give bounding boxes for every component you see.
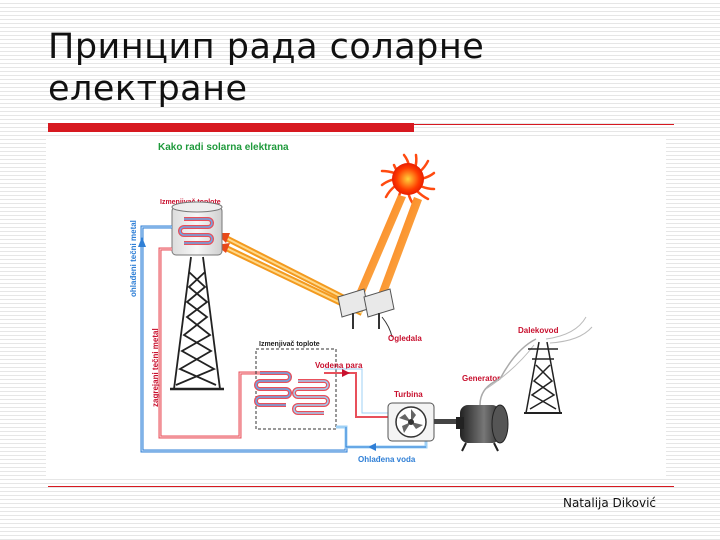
diagram-title: Kako radi solarna elektrana xyxy=(158,142,289,153)
heat-exchanger-tank-top xyxy=(171,201,223,256)
label-generator: Generator xyxy=(462,374,500,383)
title-underline-red xyxy=(48,123,414,132)
label-heat-exchanger-mid: Izmenjivač toplote xyxy=(259,341,320,348)
label-turbine: Turbina xyxy=(394,390,423,399)
label-steam: Vodena para xyxy=(315,361,363,370)
slide-title-line-2: електране xyxy=(48,69,248,109)
label-cooled-metal: ohlađeni tečni metal xyxy=(129,220,138,297)
cold-metal-pipe xyxy=(138,225,348,453)
label-power-line: Dalekovod xyxy=(518,326,559,335)
solar-plant-diagram: Kako radi solarna elektrana xyxy=(46,137,666,477)
label-cooled-water: Ohlađena voda xyxy=(358,455,416,464)
sun-icon xyxy=(380,153,436,207)
sun-rays xyxy=(357,195,422,301)
heat-exchanger-mid xyxy=(254,348,337,430)
steam-pipe xyxy=(324,368,392,418)
hot-metal-pipe xyxy=(158,247,260,439)
title-underline-thin xyxy=(414,124,674,125)
power-line-icon xyxy=(485,316,593,414)
solar-tower-icon xyxy=(170,256,224,391)
turbine-icon xyxy=(387,402,460,442)
diagram-svg: Kako radi solarna elektrana xyxy=(129,142,593,464)
slide-title-line-1: Принцип рада соларне xyxy=(48,27,485,67)
cooled-water-pipe xyxy=(336,425,428,451)
footer-author: Natalija Diković xyxy=(562,496,656,510)
slide-title: Принцип рада соларне електране xyxy=(48,26,668,110)
label-heated-metal: zagrejani tečni metal xyxy=(151,328,160,407)
mirrors-icon xyxy=(337,288,395,338)
label-mirrors: Ogledala xyxy=(388,334,422,343)
generator-icon xyxy=(456,378,509,452)
footer-rule xyxy=(48,486,674,487)
